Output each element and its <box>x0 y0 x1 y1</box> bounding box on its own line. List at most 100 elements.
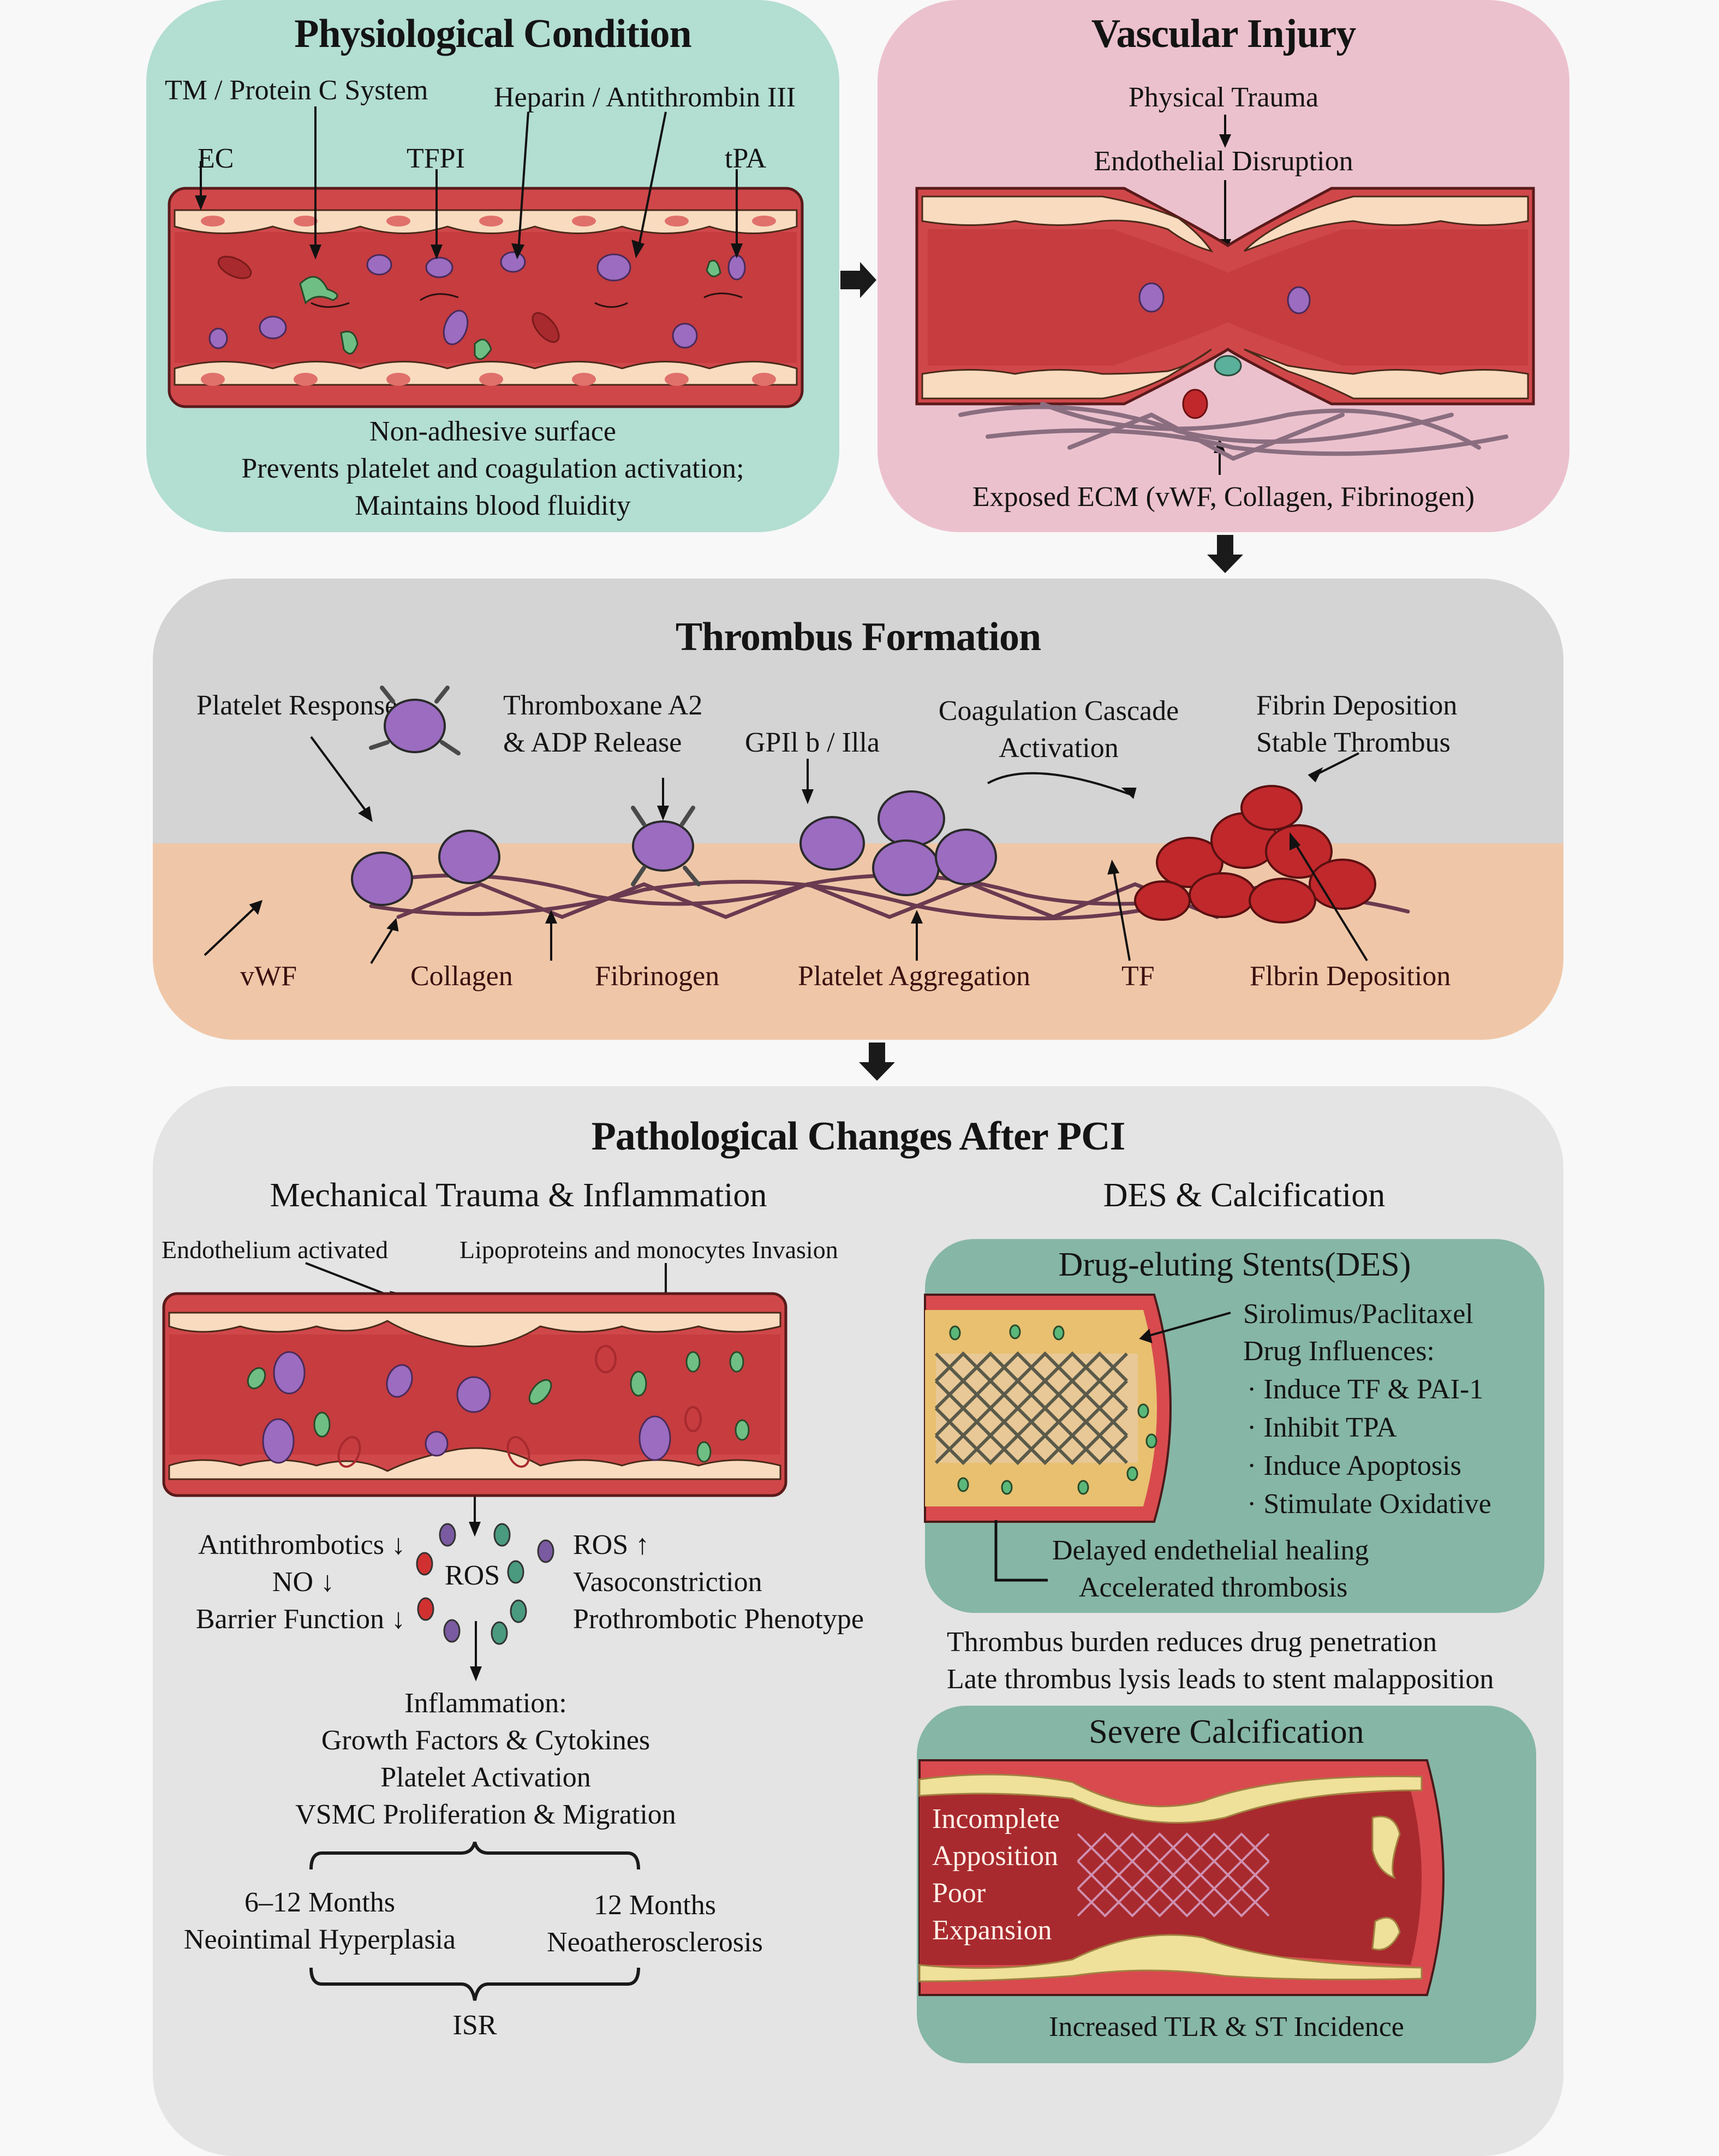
physiological-title: Physiological Condition <box>294 11 691 56</box>
red-blood-cells <box>217 255 560 343</box>
thrombus-rbc <box>1134 785 1376 924</box>
calcification-title: Severe Calcification <box>1089 1713 1364 1750</box>
pointer-arrows <box>204 736 1368 964</box>
des-healing-1: Delayed endethelial healing <box>1052 1535 1369 1566</box>
ros-center-label: ROS <box>445 1560 500 1591</box>
label-physical-trauma: Physical Trauma <box>1128 82 1319 113</box>
label-heparin: Heparin / Antithrombin III <box>494 82 796 113</box>
endothelium <box>921 195 1529 400</box>
label-thromboxane-2: & ADP Release <box>503 727 682 758</box>
stent-illustration <box>924 1294 1231 1582</box>
label-lipoproteins: Lipoproteins and monocytes Invasion <box>459 1236 838 1264</box>
thrombus-title: Thrombus Formation <box>675 615 1041 659</box>
platelets <box>1138 282 1311 314</box>
influence-item-1: · Induce TF & PAI-1 <box>1247 1374 1484 1405</box>
stent-mesh <box>934 1351 1129 1466</box>
stent-mesh-area <box>936 1354 1138 1463</box>
effect-vasoconstriction: Vasoconstriction <box>573 1567 762 1598</box>
inflamed-vessel-illustration <box>162 1262 787 1537</box>
influence-item-4: · Stimulate Oxidative <box>1247 1488 1491 1520</box>
des-note-1: Thrombus burden reduces drug penetration <box>947 1627 1437 1658</box>
ecm-fibers <box>958 402 1508 461</box>
physiological-caption-3: Maintains blood fluidity <box>355 490 631 521</box>
platelets-activated <box>351 699 997 906</box>
label-drug: Sirolimus/Paclitaxel <box>1243 1299 1473 1330</box>
label-fibrin-top-2: Stable Thrombus <box>1256 727 1451 758</box>
calc-overlay-1: Incomplete <box>932 1803 1060 1835</box>
pci-title: Pathological Changes After PCI <box>591 1114 1126 1159</box>
calc-overlay-4: Expansion <box>932 1915 1052 1946</box>
effect-barrier: Barrier Function ↓ <box>195 1604 405 1635</box>
calcium-deposits <box>918 1773 1423 1982</box>
effect-no: NO ↓ <box>272 1567 335 1598</box>
calc-overlay-3: Poor <box>932 1878 986 1909</box>
flow-arrows <box>311 293 743 308</box>
inflammation-item-1: Growth Factors & Cytokines <box>321 1725 650 1756</box>
inflammation-heading: Inflammation: <box>404 1688 567 1719</box>
des-box-title: Drug-eluting Stents(DES) <box>1058 1246 1411 1283</box>
label-coagulation-1: Coagulation Cascade <box>938 695 1179 726</box>
outcome-left-time: 6–12 Months <box>244 1887 395 1918</box>
inflammation-item-2: Platelet Activation <box>380 1762 591 1793</box>
brace-top-icon <box>309 1842 640 1870</box>
lipoproteins <box>247 1351 750 1463</box>
red-cell <box>1182 389 1208 419</box>
injured-vessel-illustration <box>915 115 1535 475</box>
thrombus-illustration <box>204 686 1410 964</box>
injury-title: Vascular Injury <box>1091 11 1357 56</box>
effect-prothrombotic: Prothrombotic Phenotype <box>573 1604 864 1635</box>
teal-cell <box>1214 355 1242 377</box>
calc-overlay-2: Apposition <box>932 1841 1059 1872</box>
endothelium-bottom <box>168 1447 781 1480</box>
label-fibrin-top-1: Fibrin Deposition <box>1256 690 1458 721</box>
label-tpa: tPA <box>725 143 767 174</box>
label-tf: TF <box>1121 961 1155 992</box>
label-exposed-ecm: Exposed ECM (vWF, Collagen, Fibrinogen) <box>972 481 1475 513</box>
endothelium-bottom <box>174 361 798 386</box>
isr-label: ISR <box>452 2010 497 2041</box>
physiological-caption-1: Non-adhesive surface <box>369 416 616 447</box>
mechanical-heading: Mechanical Trauma & Inflammation <box>270 1177 767 1214</box>
platelets <box>208 251 746 349</box>
drug-particles <box>949 1324 1157 1495</box>
label-ec: EC <box>198 143 234 174</box>
label-tm-protein-c: TM / Protein C System <box>165 75 428 106</box>
right-arrow-icon <box>840 262 876 298</box>
rbc <box>337 1345 702 1468</box>
label-thromboxane-1: Thromboxane A2 <box>503 690 703 721</box>
inflammation-item-3: VSMC Proliferation & Migration <box>295 1799 676 1830</box>
influence-item-2: · Inhibit TPA <box>1247 1412 1397 1443</box>
label-aggregation: Platelet Aggregation <box>798 961 1031 992</box>
effect-antithrombotics: Antithrombotics ↓ <box>198 1529 405 1561</box>
down-arrow-icon <box>859 1043 895 1081</box>
label-fibrinogen: Fibrinogen <box>595 961 720 992</box>
label-tfpi: TFPI <box>407 143 465 174</box>
ros-cluster-illustration <box>416 1523 554 1682</box>
label-fibrin-bottom: Flbrin Deposition <box>1250 961 1451 992</box>
des-note-2: Late thrombus lysis leads to stent malap… <box>947 1664 1494 1695</box>
outcome-right-name: Neoatherosclerosis <box>547 1927 763 1958</box>
influence-item-3: · Induce Apoptosis <box>1247 1450 1461 1481</box>
calcification-footer: Increased TLR & ST Incidence <box>1049 2011 1404 2042</box>
brace-bottom-icon <box>309 1967 640 2001</box>
outcome-left-name: Neointimal Hyperplasia <box>183 1924 456 1955</box>
des-heading: DES & Calcification <box>1103 1177 1386 1214</box>
label-vwf: vWF <box>240 961 297 992</box>
label-platelet-response: Platelet Response <box>196 690 398 721</box>
pointer-arrows <box>195 106 743 260</box>
monocytes <box>262 1351 671 1464</box>
label-collagen: Collagen <box>410 961 513 992</box>
label-gp: GPIl b / Illa <box>745 727 880 758</box>
stent-mesh <box>1077 1832 1270 1917</box>
des-healing-2: Accelerated thrombosis <box>1079 1572 1348 1603</box>
calcified-vessel-illustration <box>918 1759 1445 1996</box>
healthy-vessel-illustration <box>168 106 804 408</box>
tm-cells <box>299 260 721 360</box>
platelet-pseudopods <box>369 686 701 886</box>
down-arrow-icon <box>1207 535 1243 573</box>
label-endothelium-activated: Endothelium activated <box>162 1236 389 1264</box>
thrombus-panel <box>153 579 1563 1040</box>
effect-ros-up: ROS ↑ <box>573 1529 650 1561</box>
physiological-caption-2: Prevents platelet and coagulation activa… <box>241 453 744 484</box>
endothelium-top <box>168 1312 781 1348</box>
